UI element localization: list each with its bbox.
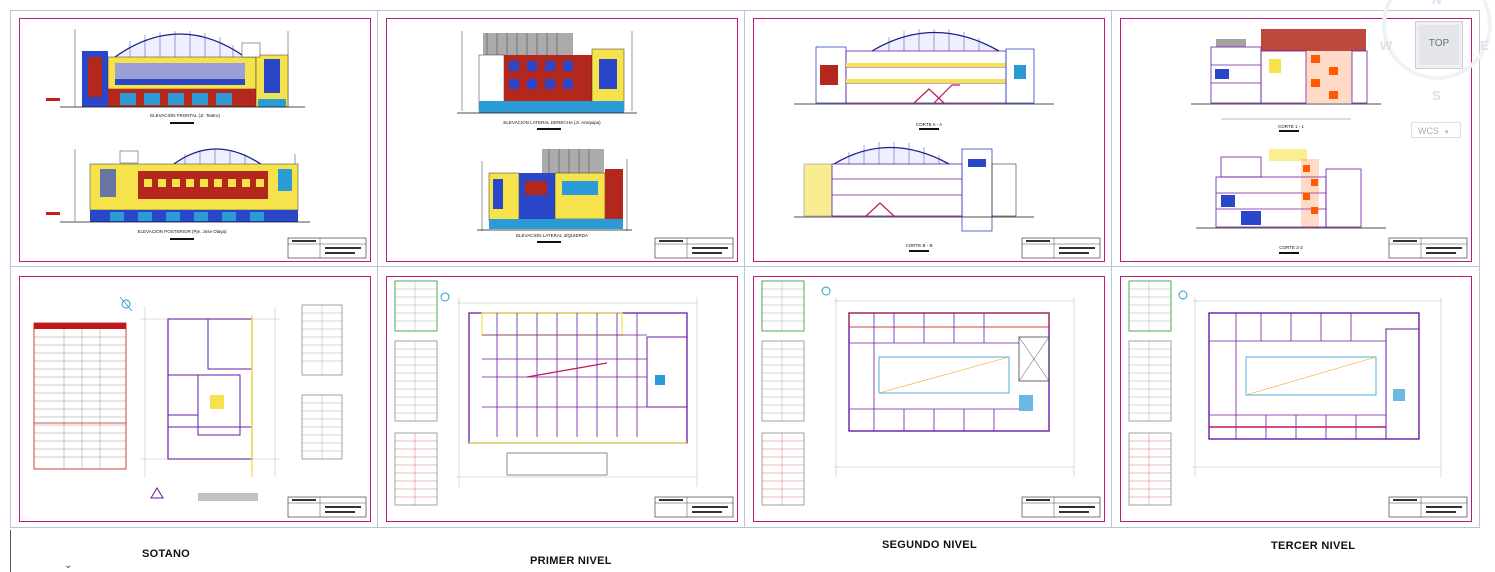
compass-south[interactable]: S <box>1432 88 1441 103</box>
caption-elevacion-lateral-izquierda: ELEVACION LATERAL IZQUIERDA <box>516 233 588 238</box>
tercer-nivel-plan-drawing <box>1128 280 1468 518</box>
segundo-nivel-plan-drawing <box>761 280 1101 518</box>
label-sotano: SOTANO <box>142 548 191 560</box>
caption-elevacion-lateral-derecha: ELEVACION LATERAL DERECHA (Jr. Arequipa) <box>503 120 601 125</box>
compass-west[interactable]: W <box>1380 38 1393 53</box>
sheet-sections-ab[interactable]: CORTE A - A CORTE B - B <box>753 18 1105 262</box>
sheet-elevations[interactable]: ELEVACION FRONTAL (Jr. Teatro) ELEVACION… <box>19 18 371 262</box>
sheet-sotano-plan[interactable] <box>19 276 371 522</box>
caption-elevacion-posterior: ELEVACION POSTERIOR (Pje. Jose Olaya) <box>137 229 227 234</box>
sheet-segundo-nivel-plan[interactable] <box>753 276 1105 522</box>
viewcube-top-face[interactable]: TOP <box>1415 21 1463 69</box>
section-ab-drawings <box>794 29 1101 259</box>
elevation-drawings <box>46 29 367 259</box>
viewcube-top-label: TOP <box>1428 38 1450 49</box>
section-12-drawings <box>1191 29 1468 259</box>
caption-corte-1-1: CORTE 1 - 1 <box>1278 124 1304 129</box>
primer-nivel-plan-drawing <box>394 280 734 518</box>
label-segundo-nivel: SEGUNDO NIVEL <box>882 539 977 551</box>
caption-corte-a-a: CORTE A - A <box>915 122 943 127</box>
wcs-label: WCS <box>1418 126 1439 136</box>
sheet-tercer-nivel-plan[interactable] <box>1120 276 1472 522</box>
caption-elevacion-frontal: ELEVACION FRONTAL (Jr. Teatro) <box>150 113 220 118</box>
sheet-primer-nivel-plan[interactable] <box>386 276 738 522</box>
chevron-down-icon: ▾ <box>1445 129 1449 136</box>
compass-east[interactable]: E <box>1480 38 1489 53</box>
lateral-drawings <box>457 31 734 259</box>
label-tercer-nivel: TERCER NIVEL <box>1271 540 1356 552</box>
compass-north[interactable]: N <box>1432 0 1441 7</box>
ucs-arrow-icon: ⌄ <box>64 560 73 571</box>
sheet-laterals[interactable]: ELEVACION LATERAL DERECHA (Jr. Arequipa)… <box>386 18 738 262</box>
ucs-icon <box>10 530 11 572</box>
sotano-plan-drawing <box>33 296 367 518</box>
wcs-menu[interactable]: WCS ▾ <box>1411 122 1461 138</box>
label-primer-nivel: PRIMER NIVEL <box>530 555 612 567</box>
caption-corte-2-2: CORTE 2-2 <box>1279 245 1303 250</box>
caption-corte-b-b: CORTE B - B <box>905 243 933 248</box>
